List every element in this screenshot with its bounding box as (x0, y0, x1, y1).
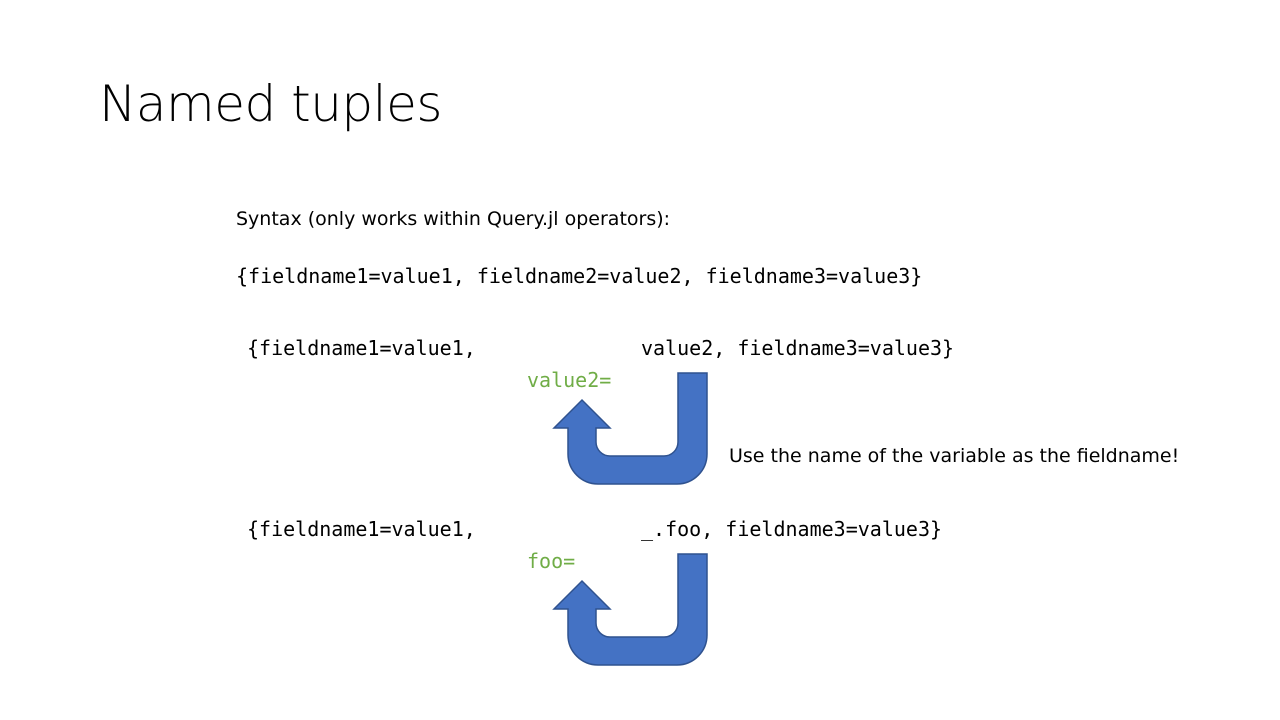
syntax-code-line: {fieldname1=value1, fieldname2=value2, f… (236, 264, 923, 288)
example2-inserted-fieldname: foo= (527, 549, 576, 573)
note-text: Use the name of the variable as the fiel… (729, 445, 1180, 467)
u-turn-up-arrow-icon (552, 372, 708, 485)
example1-right-code: value2, fieldname3=value3} (641, 336, 955, 360)
u-turn-up-arrow-icon (552, 553, 708, 666)
syntax-label: Syntax (only works within Query.jl opera… (236, 208, 671, 230)
slide-title: Named tuples (99, 75, 442, 133)
example2-right-code: _.foo, fieldname3=value3} (641, 517, 943, 541)
example1-left-code: {fieldname1=value1, (247, 336, 476, 360)
example2-left-code: {fieldname1=value1, (247, 517, 476, 541)
example1-inserted-fieldname: value2= (527, 368, 612, 392)
